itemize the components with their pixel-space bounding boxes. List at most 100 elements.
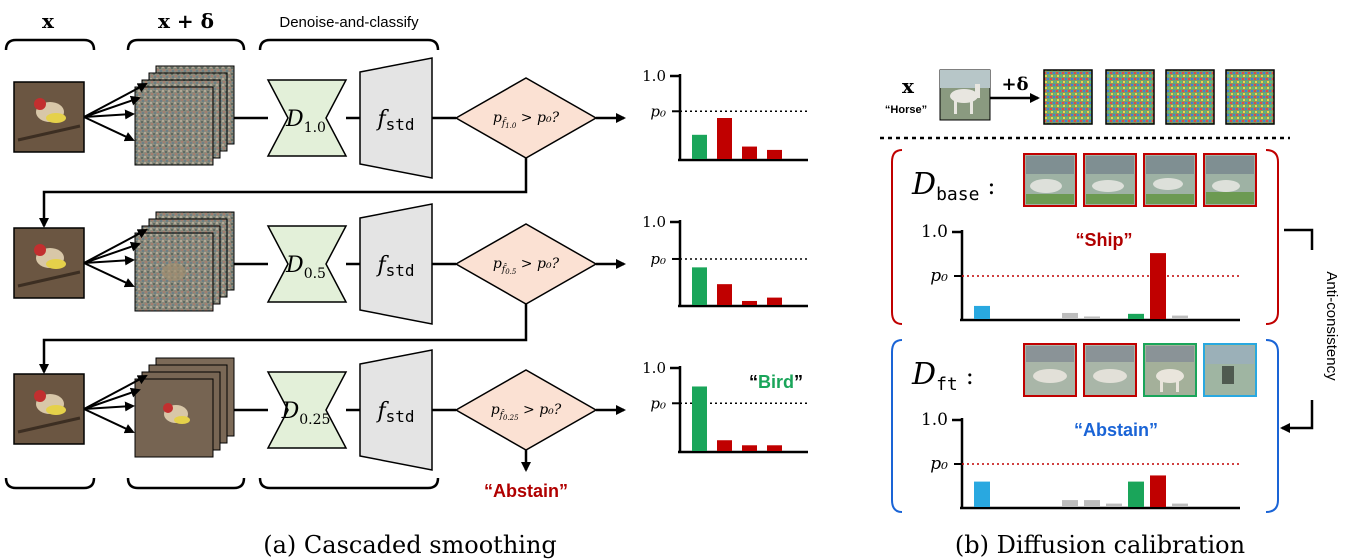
panel-a: x x + δ Denoise-and-classify <box>4 9 803 559</box>
chart-a-row-3: 1.0 p₀ <box>642 359 808 454</box>
bar <box>1150 253 1166 319</box>
threshold-label: p₀ <box>650 250 666 268</box>
fan-arrow <box>83 241 141 264</box>
brace-top-denoise <box>258 38 440 51</box>
d-ft-label: Dft: <box>911 357 974 395</box>
abstain-label-a: “Abstain” <box>484 481 568 501</box>
brace-top-x <box>4 38 96 51</box>
denoised-image-tile-icon <box>1023 153 1077 207</box>
noisy-image-stack-icon <box>134 211 235 312</box>
bar <box>767 149 782 159</box>
bar <box>1128 313 1144 319</box>
caption-a: (a) Cascaded smoothing <box>263 531 557 559</box>
denoised-image-tile-icon <box>1203 153 1257 207</box>
chart-a-row-1: 1.0p₀ <box>642 67 808 162</box>
abstain-label-b: “Abstain” <box>1074 420 1158 440</box>
header-denoise-and-classify: Denoise-and-classify <box>279 14 419 31</box>
noisy-image-stack-icon <box>134 65 235 166</box>
denoiser-label: D0.5 <box>285 253 326 282</box>
denoiser-label: D0.25 <box>281 399 331 428</box>
y-tick-label: 1.0 <box>921 222 948 242</box>
classifier-shape <box>359 57 433 179</box>
y-tick-label: 1.0 <box>921 410 948 430</box>
bar <box>974 481 990 507</box>
fan-arrow <box>83 375 148 410</box>
bar <box>767 297 782 305</box>
y-tick-label: 1.0 <box>642 213 666 231</box>
y-tick-label: 1.0 <box>642 359 666 377</box>
denoised-image-tile-icon <box>1143 343 1197 397</box>
bar <box>1062 500 1078 507</box>
noisy-tile <box>1043 69 1093 125</box>
horse-photo-icon <box>939 69 991 121</box>
bird-photo-icon <box>13 373 85 445</box>
x-label-b: x <box>902 74 915 98</box>
denoised-image-tile-icon <box>1083 343 1137 397</box>
classifier-shape <box>359 349 433 471</box>
noisy-horse-tiles <box>1043 69 1275 125</box>
plus-delta-label: +δ <box>1001 74 1028 95</box>
bar <box>1150 475 1166 507</box>
cascade-row-3: D0.25 fstd pf̂0.25 > p₀? <box>13 349 626 472</box>
threshold-label: p₀ <box>930 454 948 474</box>
bar <box>1128 481 1144 507</box>
header-x-delta: x + δ <box>158 9 214 33</box>
denoiser-shape <box>266 225 348 303</box>
bar <box>1172 315 1188 319</box>
denoised-image-tile-icon <box>1023 343 1077 397</box>
horse-label: “Horse” <box>885 104 927 116</box>
denoiser-shape <box>266 371 348 449</box>
bar <box>742 445 757 451</box>
fan-arrow <box>83 387 141 410</box>
fan-arrow <box>83 262 135 288</box>
bar <box>742 146 757 159</box>
chart-b-base: 1.0 p₀ <box>921 222 1240 322</box>
fan-arrow <box>83 401 135 412</box>
fan-arrow <box>83 109 135 120</box>
decision-label: pf̂1.0 > p₀? <box>493 110 560 130</box>
noisy-image-stack-icon <box>134 357 235 458</box>
noisy-tile <box>1225 69 1275 125</box>
anti-consistency-mask <box>1302 250 1324 400</box>
bar <box>1084 500 1100 507</box>
bar <box>692 134 707 159</box>
threshold-label: p₀ <box>650 394 666 412</box>
denoiser-label: D1.0 <box>285 107 326 136</box>
brace-base <box>891 149 1279 325</box>
bar <box>692 386 707 451</box>
cascade-row-2: D0.5 fstd pf̂0.5 > p₀? <box>13 203 626 374</box>
bar <box>717 440 732 451</box>
brace-top-x-delta <box>126 38 246 51</box>
noisy-tile <box>1105 69 1155 125</box>
header-x: x <box>42 9 55 33</box>
brace-bottom-x <box>4 477 96 490</box>
bar <box>1172 503 1188 507</box>
threshold-label: p₀ <box>650 102 666 120</box>
bar <box>742 300 757 305</box>
cascade-connector <box>39 304 528 374</box>
cascade-connector <box>39 158 528 228</box>
denoiser-shape <box>266 79 348 157</box>
ship-label: “Ship” <box>1076 230 1133 250</box>
cascade-row-1: D1.0 fstd pf̂1.0 > p₀? <box>13 57 626 228</box>
brace-bottom-x-delta <box>126 477 246 490</box>
denoised-image-tile-icon <box>1203 343 1257 397</box>
fan-arrow <box>83 116 135 142</box>
fan-arrow <box>83 408 135 434</box>
caption-b: (b) Diffusion calibration <box>955 531 1245 559</box>
brace-bottom-denoise <box>258 477 440 490</box>
denoised-image-tile-icon <box>1143 153 1197 207</box>
bar <box>1084 316 1100 319</box>
bird-label: “Bird” <box>749 372 803 392</box>
decision-label: pf̂0.25 > p₀? <box>491 402 562 422</box>
denoised-image-tile-icon <box>1083 153 1137 207</box>
fan-arrow <box>83 83 148 118</box>
bar <box>1062 312 1078 319</box>
chart-a-row-2: 1.0 p₀ <box>642 213 808 308</box>
bar <box>767 445 782 451</box>
threshold-label: p₀ <box>930 266 948 286</box>
brace-ft <box>891 339 1279 513</box>
noisy-tile <box>1165 69 1215 125</box>
bar <box>1106 503 1122 507</box>
